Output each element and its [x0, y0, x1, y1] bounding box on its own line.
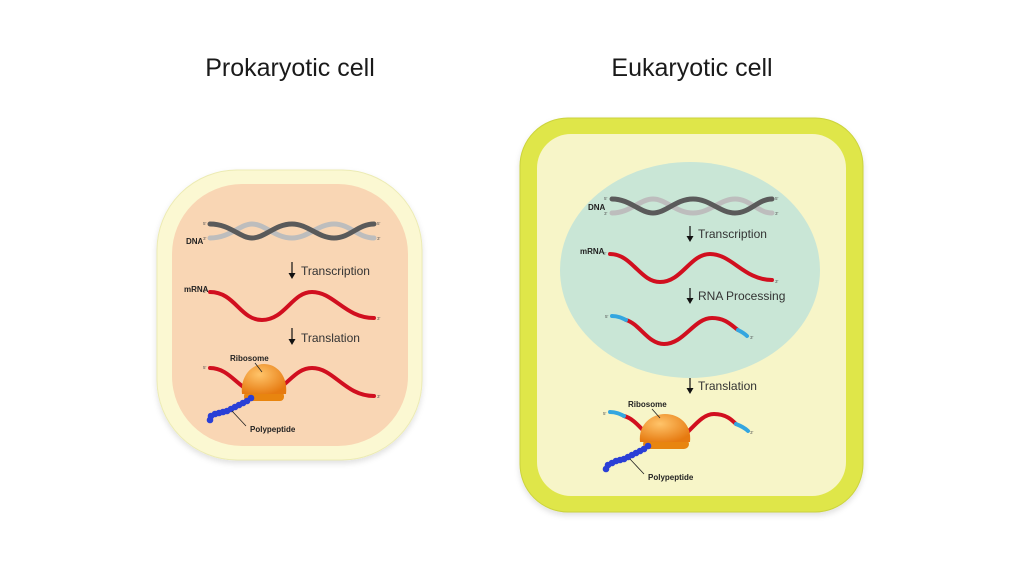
dna-strand-light	[207, 221, 377, 241]
mrna-poly-a-tail	[736, 328, 749, 338]
prokaryote-dna-label: DNA	[186, 237, 204, 246]
ribosome-large-subunit	[639, 414, 691, 442]
dna-3prime-right: 3'	[377, 236, 381, 241]
processed-5prime: 5'	[605, 314, 609, 319]
dna-5prime-right: 5'	[775, 196, 779, 201]
prokaryote-cytoplasm	[172, 184, 408, 446]
prokaryote-transcription-label: Transcription	[301, 264, 370, 278]
prokaryote-polypeptide-label: Polypeptide	[250, 425, 296, 434]
translating-5prime: 5'	[603, 411, 607, 416]
pre-mrna-5prime: 5'	[603, 251, 607, 256]
mrna-5prime: 5'	[203, 289, 207, 294]
translating-3prime: 3'	[377, 394, 381, 399]
eukaryote-pre-mrna	[608, 251, 774, 285]
rna-processing-arrow-head	[686, 298, 694, 304]
dna-5prime-right: 5'	[377, 221, 381, 226]
prokaryote-translation-label: Translation	[301, 331, 360, 345]
eukaryote-processed-mrna	[610, 314, 749, 347]
prokaryote-mrna-label: mRNA	[184, 285, 209, 294]
eukaryote-dna-label: DNA	[588, 203, 606, 212]
transcription-arrow-head	[288, 273, 296, 279]
eukaryote-polypeptide	[602, 442, 652, 473]
dna-strand-dark	[609, 196, 775, 216]
transcription-arrow-head	[686, 236, 694, 242]
mrna-3prime: 3'	[377, 316, 381, 321]
eukaryotic-cell: 5' 3' 5' 3' DNA Transcription 5' 3' mRNA…	[519, 117, 864, 513]
prokaryote-mrna	[208, 289, 376, 323]
eukaryote-mrna-label: mRNA	[580, 247, 605, 256]
prokaryote-translating-mrna	[208, 365, 376, 398]
prokaryote-polypeptide	[206, 394, 255, 424]
prokaryotic-cell: 5' 3' 5' 3' DNA Transcription 5' 3' mRNA…	[156, 169, 423, 461]
processed-3prime: 3'	[750, 335, 754, 340]
translating-5prime: 5'	[203, 365, 207, 370]
eukaryote-ribosome	[639, 414, 691, 449]
dna-3prime-right: 3'	[775, 211, 779, 216]
dna-5prime-top: 5'	[203, 221, 207, 226]
nucleus	[560, 162, 820, 378]
ribosome-large-subunit	[241, 364, 287, 394]
eukaryote-translation-label: Translation	[698, 379, 757, 393]
prokaryote-ribosome	[241, 364, 287, 401]
dna-3prime-bottom: 3'	[203, 236, 207, 241]
translation-arrow-head	[288, 339, 296, 345]
dna-3prime-bottom: 3'	[604, 211, 608, 216]
ribosome-leader	[651, 408, 661, 419]
eukaryote-transcription-label: Transcription	[698, 227, 767, 241]
polypeptide-leader	[629, 458, 645, 475]
eukaryote-ribosome-label: Ribosome	[628, 400, 667, 409]
prokaryotic-title: Prokaryotic cell	[205, 54, 375, 82]
translating-poly-a-tail	[734, 422, 750, 433]
polypeptide-leader	[231, 410, 247, 427]
dna-strand-light	[609, 196, 775, 216]
mrna-5prime-cap	[610, 314, 628, 322]
translating-3prime: 3'	[750, 430, 754, 435]
eukaryote-dna-helix	[609, 196, 775, 216]
prokaryote-ribosome-label: Ribosome	[230, 354, 269, 363]
pre-mrna-3prime: 3'	[775, 279, 779, 284]
eukaryote-rna-processing-label: RNA Processing	[698, 289, 785, 303]
eukaryotic-title: Eukaryotic cell	[611, 54, 772, 82]
translation-arrow-head	[686, 388, 694, 394]
eukaryote-polypeptide-label: Polypeptide	[648, 473, 694, 482]
dna-5prime-top: 5'	[604, 196, 608, 201]
dna-strand-dark	[207, 221, 377, 241]
ribosome-leader	[254, 362, 263, 373]
processed-mrna-body	[624, 315, 740, 347]
translating-5prime-cap	[608, 410, 626, 418]
prokaryote-dna-helix	[207, 221, 377, 241]
